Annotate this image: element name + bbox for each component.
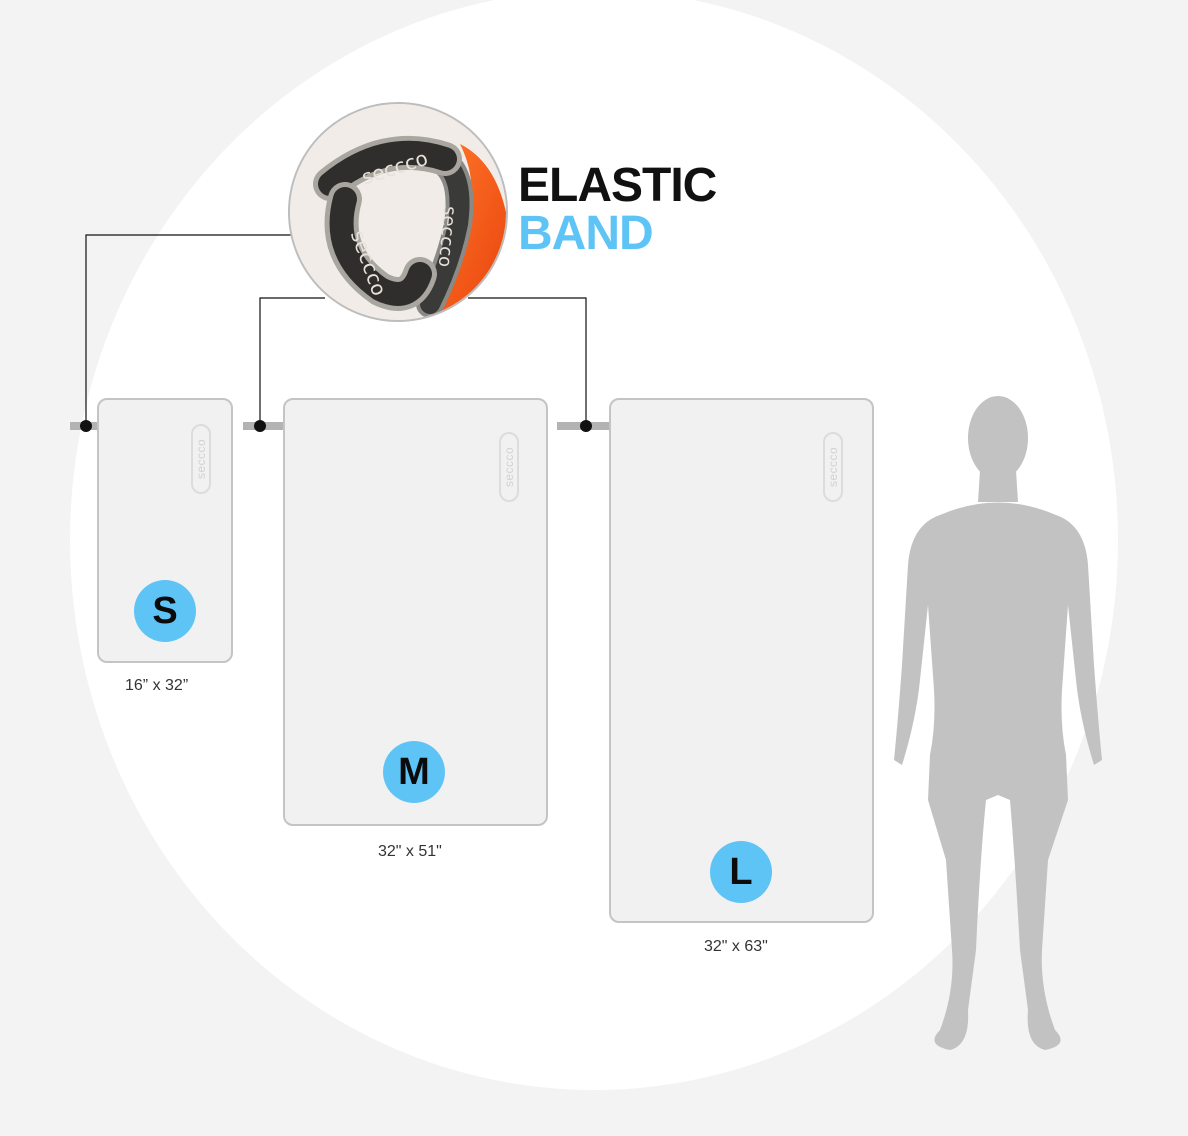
- dimensions-s: 16” x 32”: [125, 677, 189, 694]
- callout-line-1: ELASTIC: [518, 159, 717, 212]
- connector-s: [85, 234, 292, 426]
- callout-line-2: BAND: [518, 207, 654, 260]
- dimensions-l: 32" x 63": [704, 938, 768, 955]
- size-badge-m: M: [383, 741, 445, 803]
- human-silhouette-icon: [894, 396, 1102, 1050]
- elastic-band-callout: ELASTIC BAND: [518, 159, 717, 260]
- brand-tag: seccco: [191, 424, 211, 494]
- connector-dot-m: [254, 420, 266, 432]
- elastic-band-photo: seccco seccco seccco: [288, 102, 508, 322]
- towel-small: seccco S: [97, 398, 233, 663]
- towel-large: seccco L: [609, 398, 874, 923]
- connector-m: [259, 297, 325, 426]
- size-badge-l: L: [710, 841, 772, 903]
- connector-l: [468, 297, 587, 426]
- connector-dot-s: [80, 420, 92, 432]
- towel-medium: seccco M: [283, 398, 548, 826]
- brand-tag: seccco: [823, 432, 843, 502]
- size-badge-s: S: [134, 580, 196, 642]
- dimensions-m: 32" x 51": [378, 843, 442, 860]
- connector-dot-l: [580, 420, 592, 432]
- brand-tag: seccco: [499, 432, 519, 502]
